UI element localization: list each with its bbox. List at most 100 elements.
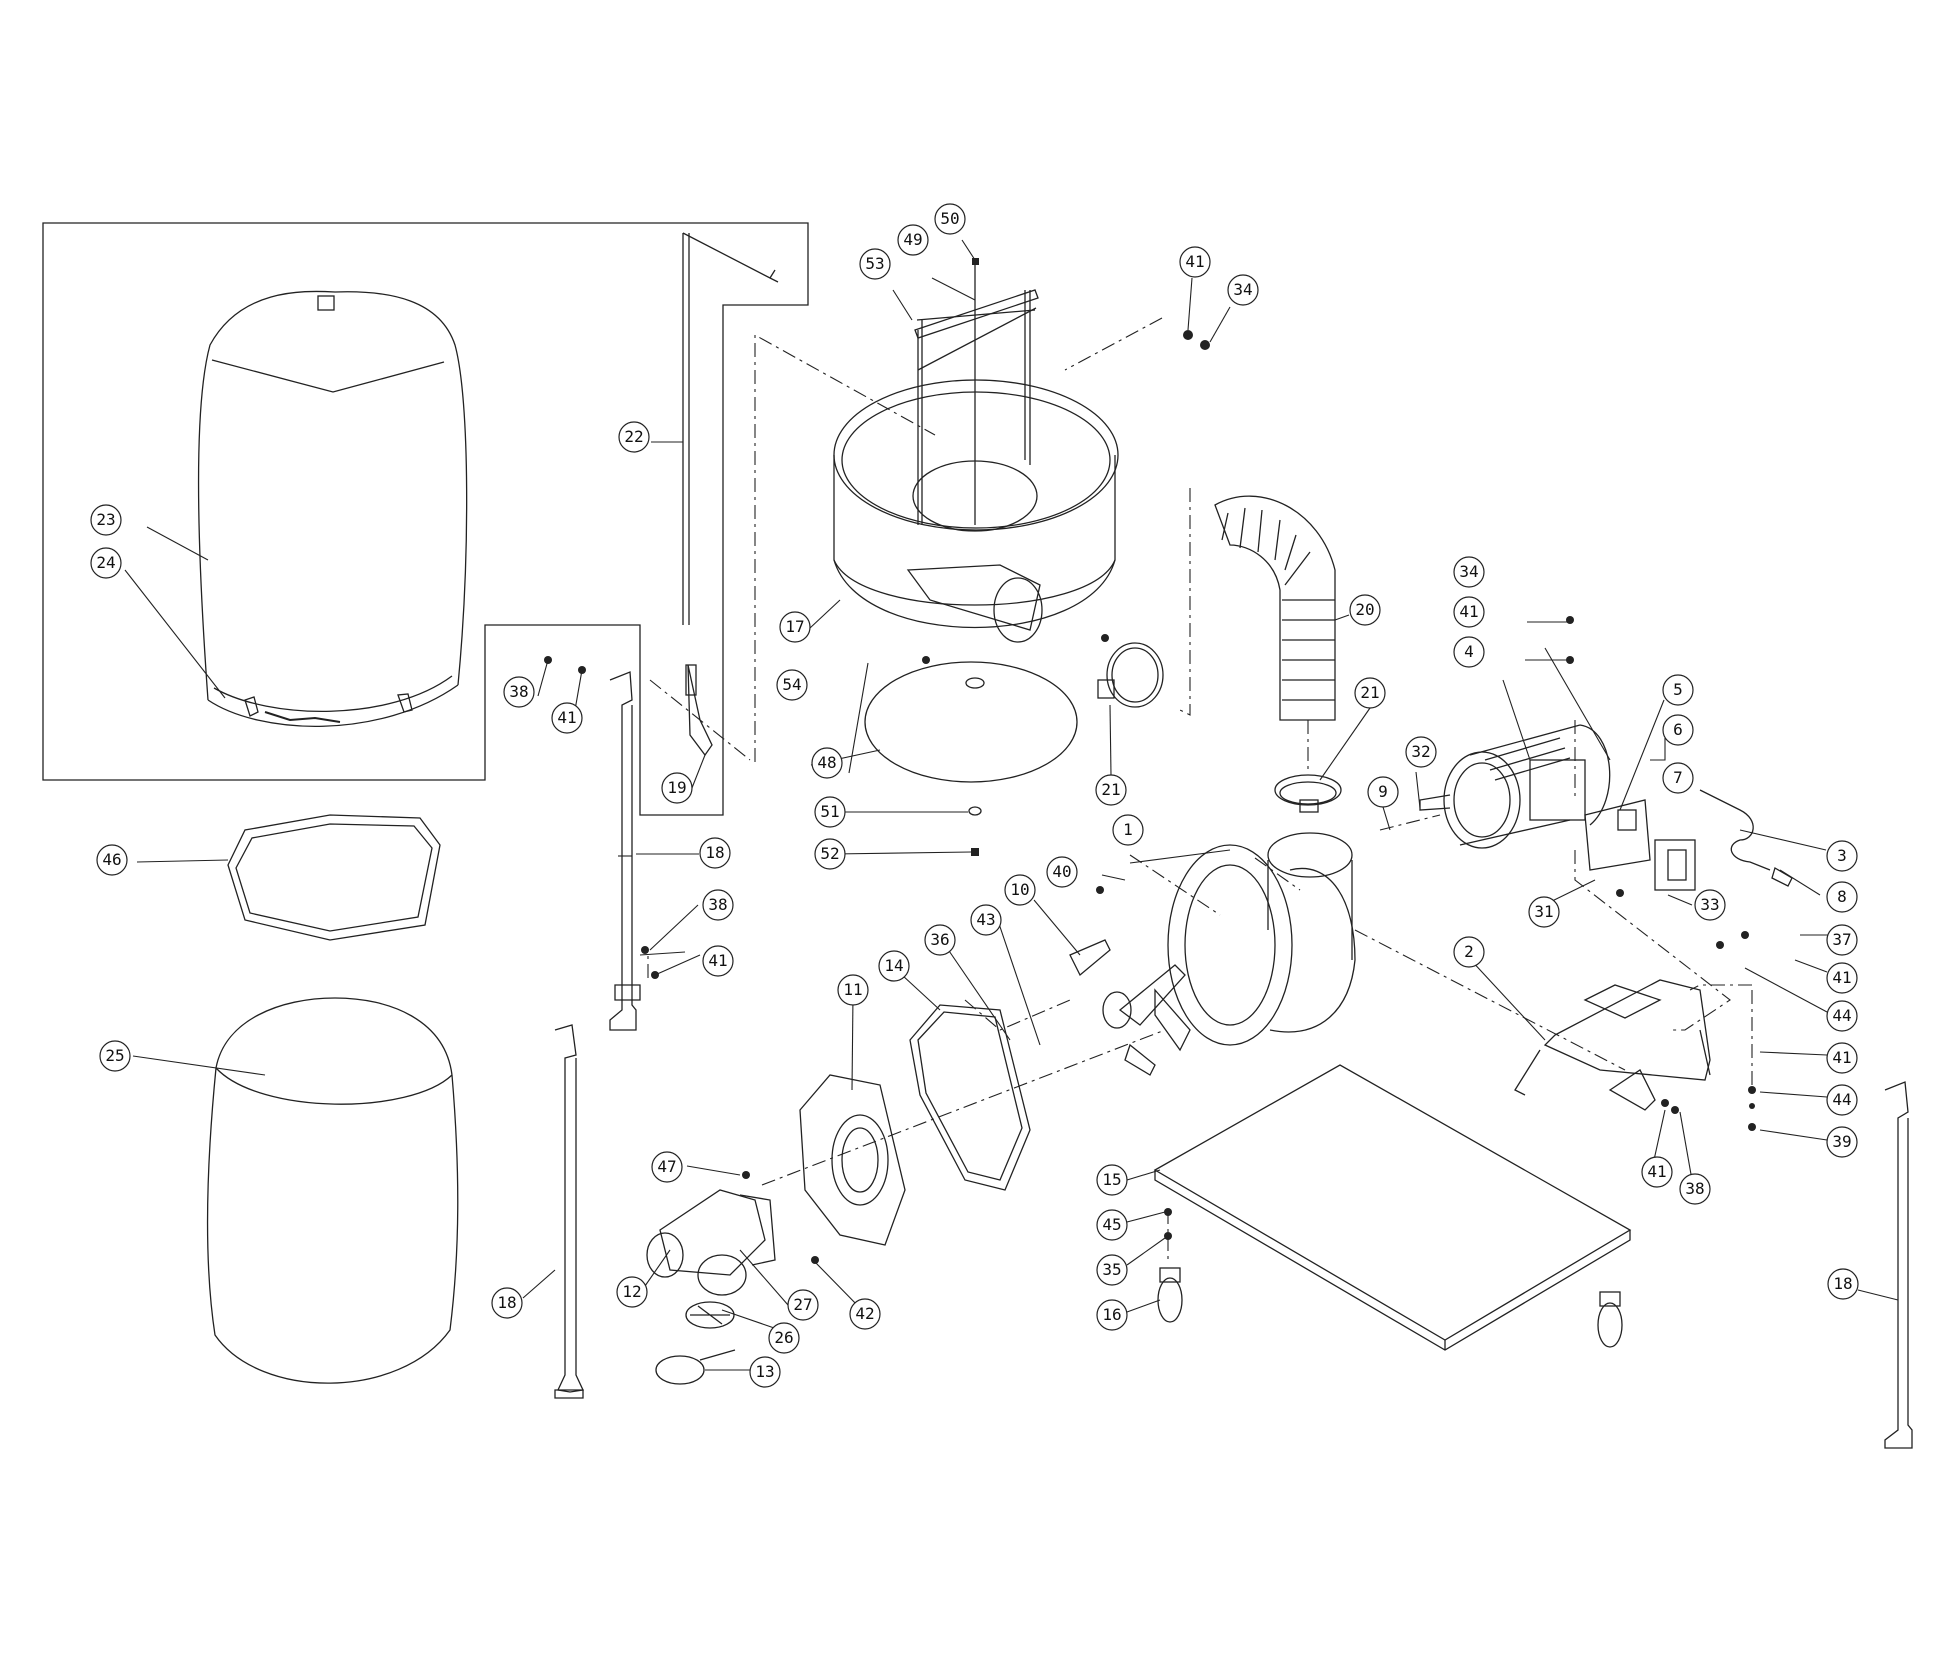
callout-36: 36 [924, 924, 956, 956]
callout-40: 40 [1046, 856, 1078, 888]
callout-41-left: 41 [551, 702, 583, 734]
callout-41-bottom: 41 [1641, 1156, 1673, 1188]
callout-label: 41 [708, 951, 727, 970]
callout-38-right: 38 [1679, 1173, 1711, 1205]
cap-13 [655, 1349, 736, 1385]
callout-4: 4 [1453, 636, 1485, 668]
filter-bag [197, 290, 468, 728]
callout-label: 15 [1102, 1170, 1121, 1189]
callout-44-b: 44 [1826, 1084, 1858, 1116]
callout-9: 9 [1367, 776, 1399, 808]
callout-38-mid: 38 [702, 889, 734, 921]
callout-label: 23 [96, 510, 115, 529]
callout-label: 34 [1459, 562, 1478, 581]
callout-label: 41 [1832, 1048, 1851, 1067]
cover-bar-49 [914, 258, 1039, 525]
callout-43: 43 [970, 904, 1002, 936]
callout-16: 16 [1096, 1299, 1128, 1331]
callout-35: 35 [1096, 1254, 1128, 1286]
callout-label: 7 [1673, 768, 1683, 787]
callout-label: 1 [1123, 820, 1133, 839]
callout-label: 44 [1832, 1090, 1851, 1109]
callout-label: 48 [817, 753, 836, 772]
callout-label: 39 [1832, 1132, 1851, 1151]
switch-box-7 [1654, 839, 1696, 891]
callout-41-top: 41 [1179, 246, 1211, 278]
callout-25: 25 [99, 1040, 131, 1072]
callout-label: 21 [1101, 780, 1120, 799]
callout-12: 12 [616, 1276, 648, 1308]
callout-label: 9 [1378, 782, 1388, 801]
callout-label: 46 [102, 850, 121, 869]
callout-label: 5 [1673, 680, 1683, 699]
callout-46: 46 [96, 844, 128, 876]
callout-label: 36 [930, 930, 949, 949]
callout-label: 41 [1647, 1162, 1666, 1181]
callout-37: 37 [1826, 924, 1858, 956]
callout-41-right-b: 41 [1826, 1042, 1858, 1074]
callout-label: 51 [820, 802, 839, 821]
callout-21-lower: 21 [1354, 677, 1386, 709]
callout-label: 38 [1685, 1179, 1704, 1198]
callout-label: 13 [755, 1362, 774, 1381]
callout-11: 11 [837, 974, 869, 1006]
callout-label: 41 [557, 708, 576, 727]
cap-26 [685, 1301, 735, 1329]
callout-20: 20 [1349, 594, 1381, 626]
callout-33: 33 [1694, 889, 1726, 921]
callout-45: 45 [1096, 1209, 1128, 1241]
callout-label: 2 [1464, 942, 1474, 961]
callout-label: 41 [1459, 602, 1478, 621]
callout-label: 20 [1355, 600, 1374, 619]
callout-label: 44 [1832, 1006, 1851, 1025]
callout-label: 52 [820, 844, 839, 863]
callout-label: 38 [509, 682, 528, 701]
callout-34-motor: 34 [1453, 556, 1485, 588]
drum-17 [833, 307, 1119, 643]
callout-6: 6 [1662, 714, 1694, 746]
callout-label: 6 [1673, 720, 1683, 739]
callout-39: 39 [1826, 1126, 1858, 1158]
callout-14: 14 [878, 950, 910, 982]
caster-16-left [1157, 1267, 1183, 1323]
callout-18-center: 18 [699, 837, 731, 869]
callout-label: 53 [865, 254, 884, 273]
callout-label: 31 [1534, 902, 1553, 921]
callout-41-mid: 41 [702, 945, 734, 977]
callout-38-top: 38 [503, 676, 535, 708]
motor-mount-2 [1514, 979, 1711, 1111]
callout-label: 34 [1233, 280, 1252, 299]
callout-47: 47 [651, 1151, 683, 1183]
stand-leg-18-left [554, 1024, 584, 1399]
callout-label: 32 [1411, 742, 1430, 761]
callout-label: 25 [105, 1046, 124, 1065]
leader-lines [124, 239, 1899, 1371]
callout-2: 2 [1453, 936, 1485, 968]
filter-assembly-inset-frame [42, 222, 809, 816]
callout-label: 37 [1832, 930, 1851, 949]
callout-label: 35 [1102, 1260, 1121, 1279]
callout-label: 38 [708, 895, 727, 914]
callout-34-top: 34 [1227, 274, 1259, 306]
callout-label: 41 [1185, 252, 1204, 271]
power-cord-8 [1699, 789, 1793, 887]
inlet-adapter-12-27 [646, 1189, 776, 1296]
callout-label: 43 [976, 910, 995, 929]
callout-7: 7 [1662, 762, 1694, 794]
callout-54: 54 [776, 669, 808, 701]
blower-backplate-11 [799, 1074, 906, 1246]
callout-31: 31 [1528, 896, 1560, 928]
callout-label: 26 [774, 1328, 793, 1347]
callout-51: 51 [814, 796, 846, 828]
small-hardware [544, 330, 1756, 1264]
callout-label: 14 [884, 956, 903, 975]
flexible-hose-20 [1214, 495, 1336, 721]
callout-label: 10 [1010, 880, 1029, 899]
callout-44-a: 44 [1826, 1000, 1858, 1032]
gasket-14 [909, 1004, 1031, 1191]
callout-52: 52 [814, 838, 846, 870]
callout-label: 42 [855, 1304, 874, 1323]
motor-4 [1419, 724, 1611, 849]
callout-label: 33 [1700, 895, 1719, 914]
